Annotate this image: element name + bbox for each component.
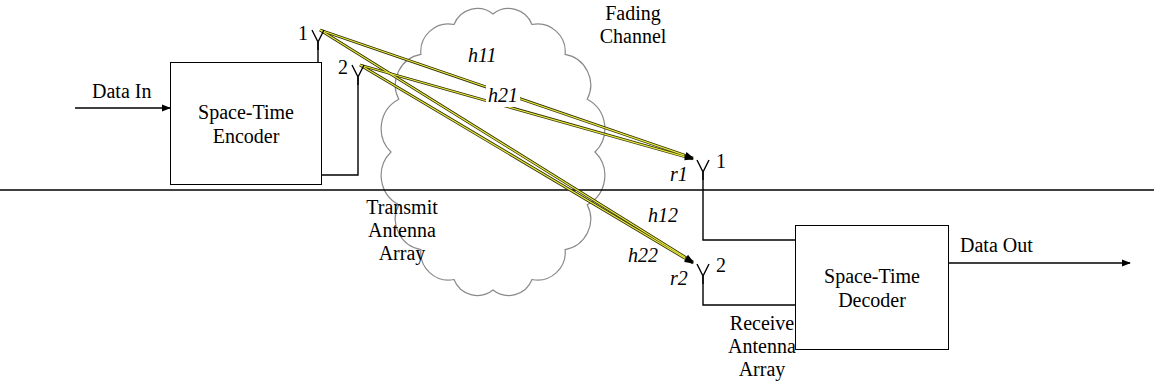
annotation-label: Receive Antenna Array — [718, 312, 806, 381]
signal-wire — [75, 107, 170, 108]
channel-path — [360, 65, 693, 159]
signal-wire — [935, 262, 1130, 263]
annotation-label: 1 — [298, 22, 308, 45]
signal-name: h22 — [628, 244, 658, 267]
annotation-label: 1 — [716, 150, 726, 173]
box-label: Space-Time Decoder — [796, 260, 948, 316]
antenna-symbol — [312, 30, 324, 50]
signal-wire — [703, 276, 795, 305]
annotation-label: 2 — [338, 56, 348, 79]
antennas — [312, 30, 709, 284]
signal-name: r1 — [670, 163, 688, 186]
signal-name: h11 — [468, 44, 497, 67]
annotation-label: Transmit Antenna Array — [358, 196, 446, 265]
box-label: Space-Time Encoder — [171, 96, 321, 152]
wires — [75, 42, 1130, 305]
antenna-symbol — [697, 264, 709, 284]
annotation-label: Data In — [92, 80, 151, 103]
channel-path — [320, 30, 693, 158]
annotation-label: Data Out — [960, 234, 1033, 257]
channel-path-core — [360, 65, 684, 157]
signal-name: h12 — [648, 204, 678, 227]
annotation-label: Fading Channel — [588, 2, 678, 48]
signal-name: h21 — [486, 84, 520, 107]
process-box: Space-Time Decoder — [795, 225, 949, 350]
channel-path-core — [320, 30, 684, 155]
antenna-symbol — [697, 160, 709, 180]
signal-wire — [703, 172, 795, 240]
annotation-label: 2 — [716, 254, 726, 277]
signal-name: r2 — [670, 267, 688, 290]
process-box: Space-Time Encoder — [170, 62, 322, 185]
antenna-symbol — [352, 65, 364, 85]
